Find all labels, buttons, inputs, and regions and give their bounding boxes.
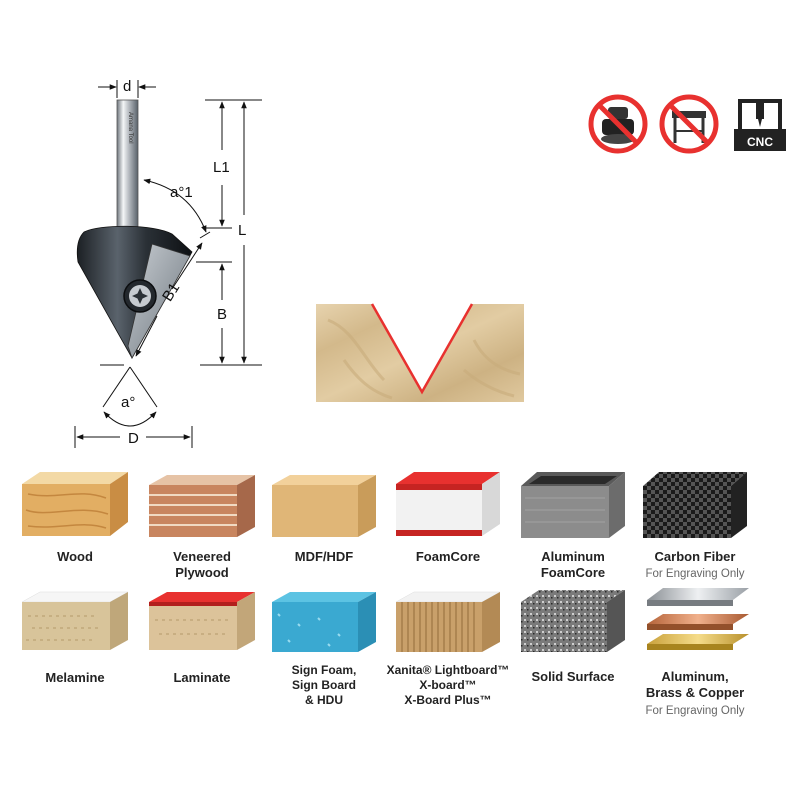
material-swatch-aluminum-foamcore	[521, 472, 625, 538]
material-swatch-veneered-plywood	[149, 475, 255, 537]
router-bit-drawing: Amana Tool	[74, 80, 262, 448]
dim-b-label: B	[217, 306, 228, 323]
dim-d-label: d	[123, 78, 132, 95]
material-swatch-xanita	[395, 591, 501, 652]
v-groove-profile	[316, 303, 524, 402]
material-label-foamcore: FoamCore	[415, 549, 481, 564]
material-swatch-sign-foam	[272, 592, 376, 652]
material-label-solid-surface: Solid Surface	[531, 669, 615, 684]
material-swatch-aluminum-brass-copper	[647, 588, 749, 650]
material-swatch-foamcore	[396, 472, 500, 536]
material-label-mdf-hdf: MDF/HDF	[294, 549, 354, 564]
cnc-machine-icon: CNC	[734, 99, 786, 151]
material-note-aluminum-brass-copper: For Engraving Only	[645, 705, 745, 717]
material-label-wood: Wood	[57, 549, 93, 564]
material-swatch-wood	[22, 472, 128, 536]
material-swatch-carbon-fiber	[643, 472, 747, 538]
material-label-carbon-fiber: Carbon Fiber	[654, 549, 736, 564]
dim-l-label: L	[238, 222, 247, 239]
material-swatch-laminate	[149, 592, 255, 650]
shank-engraving: Amana Tool	[127, 112, 133, 144]
cnc-label: CNC	[747, 135, 773, 149]
cut-edge	[370, 303, 474, 395]
material-note-carbon-fiber: For Engraving Only	[645, 568, 745, 580]
dim-angle1-label: a°1	[170, 184, 193, 201]
material-label-aluminum-brass-copper: Aluminum,Brass & Copper	[645, 669, 745, 700]
material-swatch-solid-surface	[521, 590, 625, 652]
dim-angle-label: a°	[121, 394, 136, 411]
material-label-sign-foam: Sign Foam,Sign Board& HDU	[291, 663, 357, 707]
material-swatch-melamine	[21, 591, 129, 650]
material-label-laminate: Laminate	[173, 670, 231, 685]
no-router-table-icon	[659, 94, 719, 154]
dim-l1-label: L1	[213, 159, 230, 176]
dim-d-diameter-label: D	[128, 430, 139, 447]
material-swatch-mdf-hdf	[272, 475, 376, 537]
material-label-melamine: Melamine	[45, 670, 105, 685]
no-handheld-router-icon	[588, 94, 648, 154]
